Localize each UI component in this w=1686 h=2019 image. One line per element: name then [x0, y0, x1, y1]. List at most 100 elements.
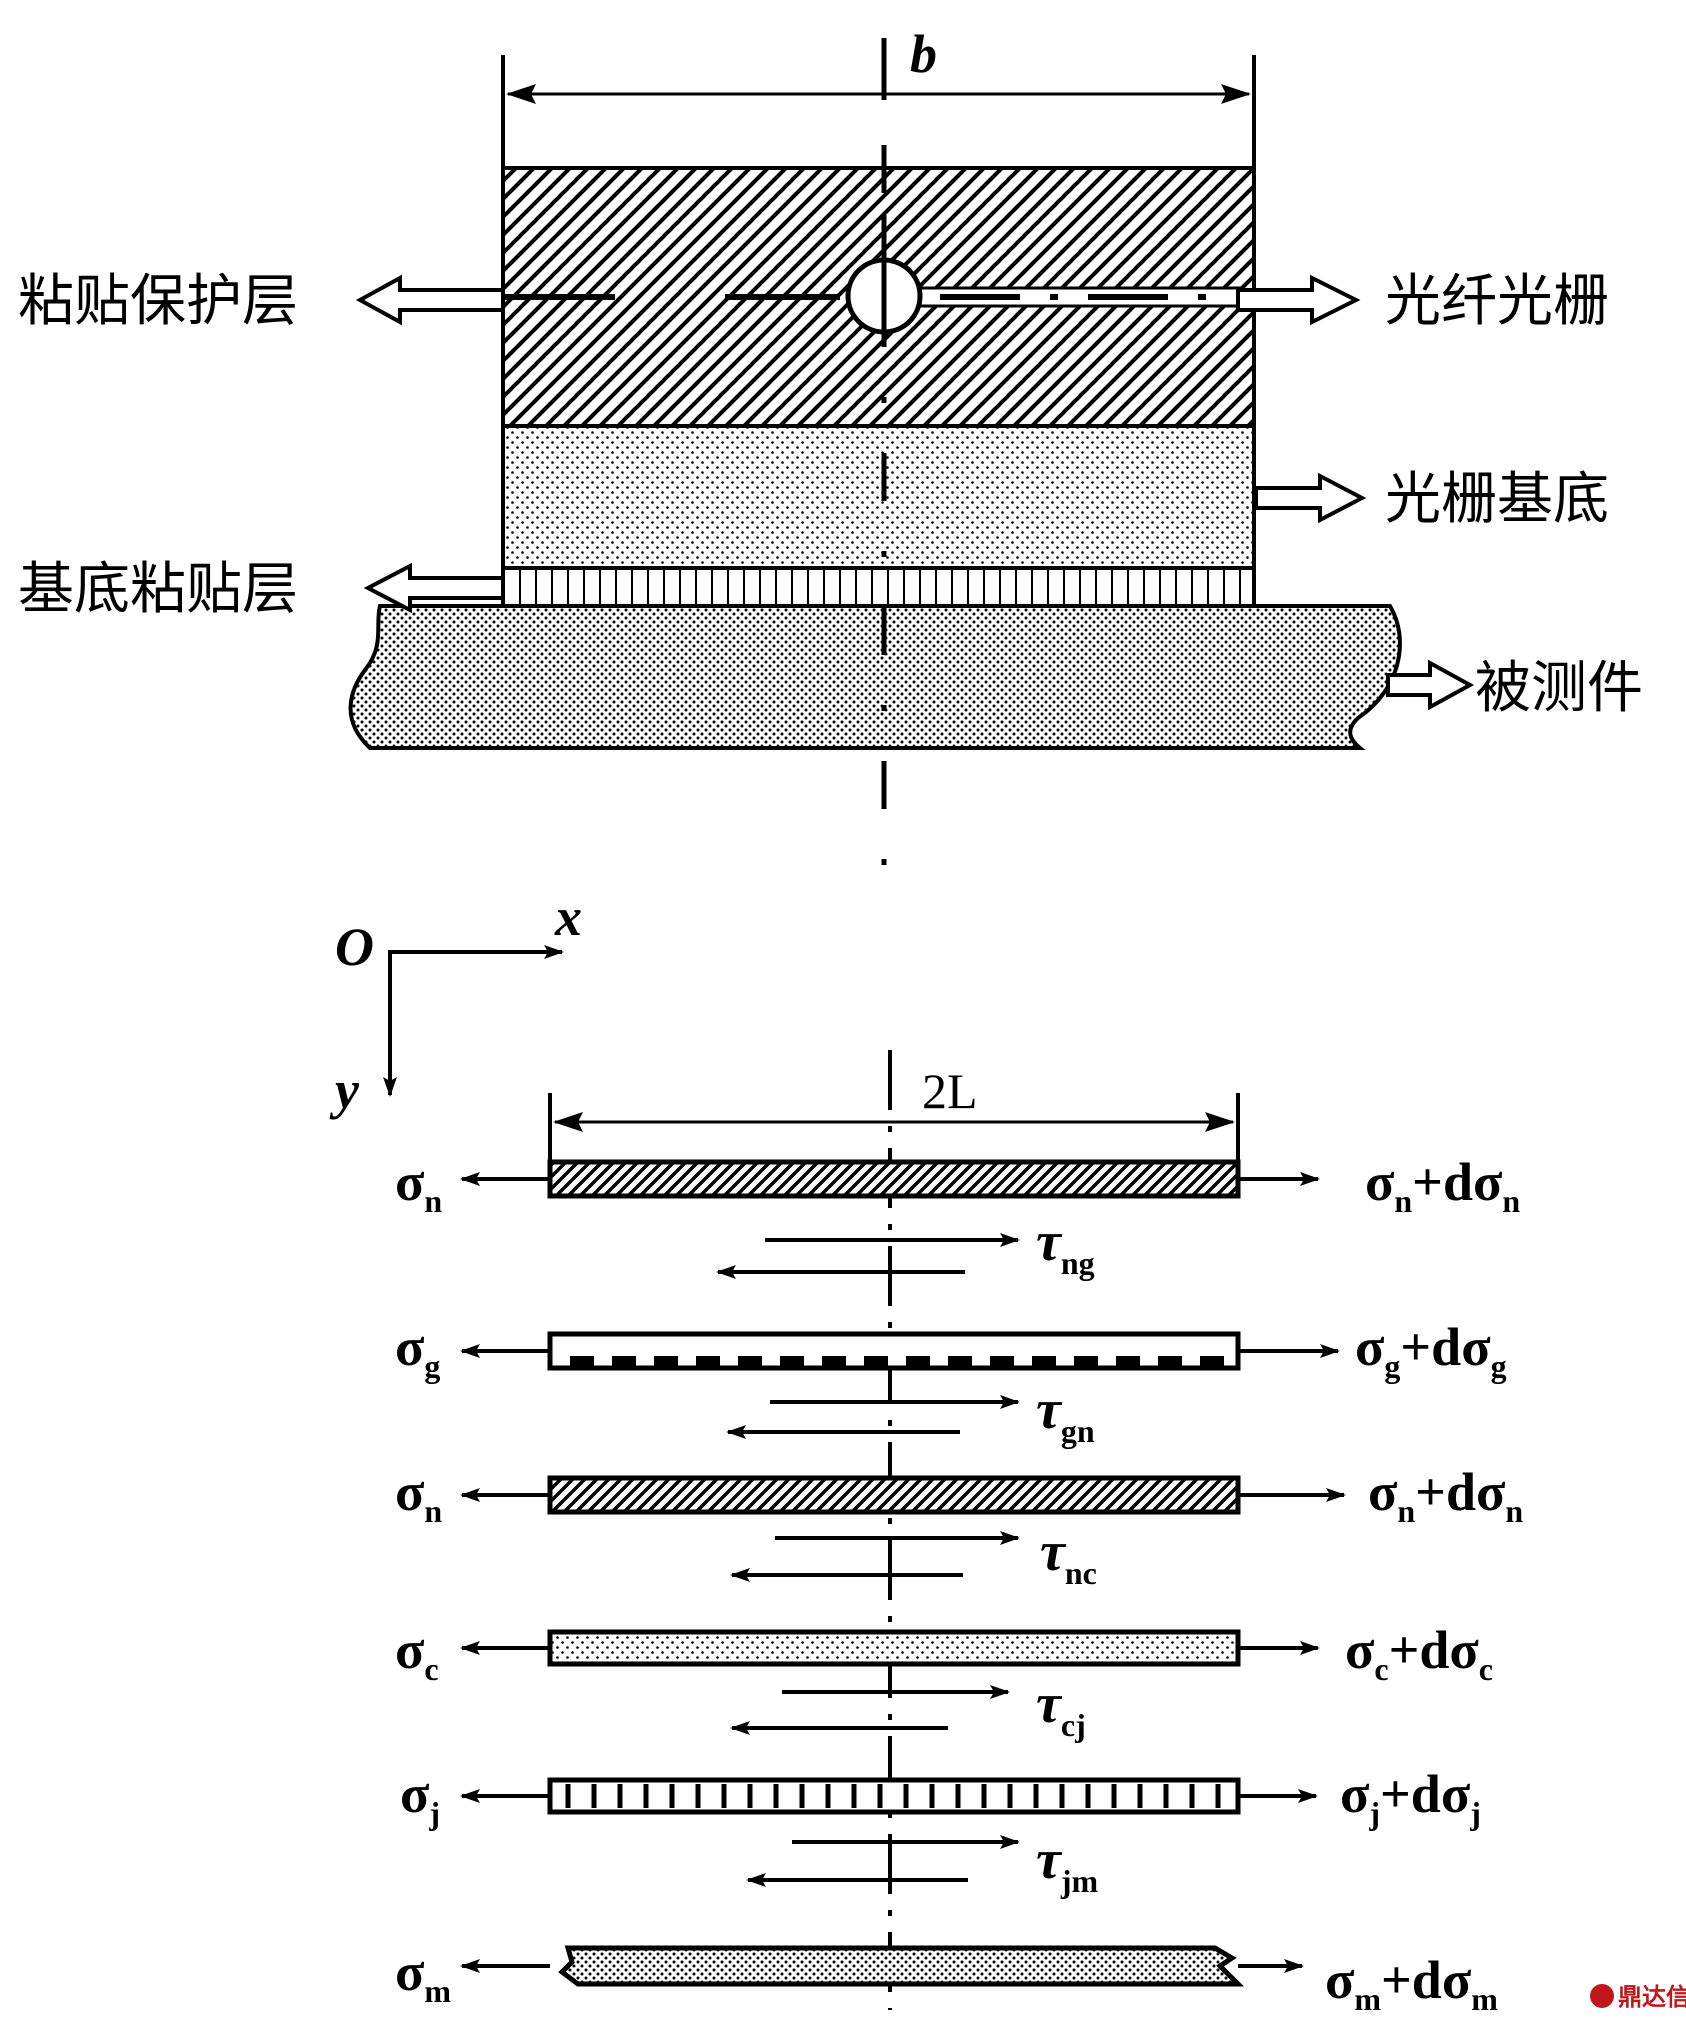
- sigma-symbol: σ: [395, 1317, 425, 1377]
- layer-strip-protective-2: [460, 1475, 1346, 1515]
- grating-mark: [654, 1356, 678, 1366]
- grating-mark: [948, 1356, 972, 1366]
- right-stress-label: σc+dσc: [1345, 1620, 1493, 1687]
- grating-mark: [612, 1356, 636, 1366]
- plus-sign: +d: [1381, 1950, 1442, 2010]
- shear-pair-jm: τjm: [746, 1829, 1099, 1899]
- sigma-symbol: σ: [1355, 1317, 1385, 1377]
- grating-mark: [990, 1356, 1014, 1366]
- tau-symbol: τ: [1040, 1521, 1067, 1583]
- shear-pair-ng: τng: [716, 1211, 1095, 1281]
- shear-stress-label: τjm: [1036, 1829, 1099, 1899]
- sigma-symbol: σ: [1441, 1764, 1471, 1824]
- right-stress-label: σm+dσm: [1325, 1950, 1498, 2017]
- dim-b-label: b: [910, 24, 937, 84]
- layer-body: [558, 1945, 1245, 1987]
- substrate-adhesive-arrow: [363, 562, 505, 614]
- sigma-subscript: n: [424, 1183, 442, 1219]
- tau-subscript: jm: [1060, 1863, 1099, 1899]
- axis-x-label: x: [554, 887, 582, 947]
- sigma-symbol: σ: [1325, 1950, 1355, 2010]
- sigma-subscript: g: [1491, 1348, 1507, 1384]
- tau-subscript: ng: [1061, 1245, 1095, 1281]
- tau-symbol: τ: [1036, 1379, 1063, 1441]
- layer-body: [547, 1629, 1241, 1667]
- grating-mark: [570, 1356, 594, 1366]
- grating-substrate: [501, 424, 1256, 570]
- substrate-adhesive-layer: [501, 566, 1256, 608]
- sigma-subscript: j: [428, 1795, 440, 1831]
- axis-origin-label: O: [335, 917, 374, 977]
- sigma-symbol: σ: [1449, 1620, 1479, 1680]
- test-piece-arrow: [1386, 659, 1475, 711]
- grating-mark: [906, 1356, 930, 1366]
- shear-pair-nc: τnc: [730, 1521, 1097, 1591]
- sigma-symbol: σ: [395, 1942, 425, 2002]
- left-stress-label: σg: [395, 1317, 440, 1384]
- left-stress-label: σm: [395, 1942, 451, 2009]
- grating-mark: [738, 1356, 762, 1366]
- grating-mark: [696, 1356, 720, 1366]
- cross-section-view: b 粘贴保护层 光纤光栅 光栅基底 基底粘贴层 被测件: [18, 24, 1643, 880]
- label-substrate-adhesive: 基底粘贴层: [18, 557, 298, 622]
- label-fiber-grating: 光纤光栅: [1385, 269, 1609, 334]
- sigma-symbol: σ: [395, 1152, 425, 1212]
- grating-mark: [1032, 1356, 1056, 1366]
- sigma-subscript: c: [424, 1651, 438, 1687]
- plus-sign: +d: [1412, 1152, 1473, 1212]
- layer-body: [547, 1475, 1241, 1515]
- sigma-symbol: σ: [1368, 1462, 1398, 1522]
- left-stress-label: σc: [395, 1620, 439, 1687]
- grating-mark: [780, 1356, 804, 1366]
- sigma-symbol: σ: [1461, 1317, 1491, 1377]
- tau-subscript: gn: [1061, 1413, 1095, 1449]
- label-protective-layer: 粘贴保护层: [18, 269, 298, 334]
- right-stress-label: σn+dσn: [1365, 1152, 1520, 1219]
- shear-pair-gn: τgn: [726, 1379, 1095, 1449]
- sigma-symbol: σ: [400, 1764, 430, 1824]
- sigma-subscript: c: [1374, 1651, 1388, 1687]
- sigma-subscript: m: [424, 1973, 451, 2009]
- shear-stress-label: τgn: [1036, 1379, 1095, 1449]
- right-stress-label: σg+dσg: [1355, 1317, 1507, 1384]
- grating-mark: [864, 1356, 888, 1366]
- sigma-symbol: σ: [1442, 1950, 1472, 2010]
- sigma-subscript: c: [1479, 1651, 1493, 1687]
- tau-symbol: τ: [1036, 1829, 1063, 1891]
- layer-body: [547, 1777, 1241, 1815]
- grating-substrate-arrow: [1254, 472, 1367, 524]
- protective-layer-arrow: [355, 274, 505, 326]
- left-stress-label: σj: [400, 1764, 440, 1831]
- layer-strip-protective: [460, 1159, 1320, 1199]
- grating-mark: [1158, 1356, 1182, 1366]
- grating-mark: [1116, 1356, 1140, 1366]
- layer-body: [547, 1159, 1241, 1199]
- sigma-symbol: σ: [1340, 1764, 1370, 1824]
- axis-y-label: y: [329, 1060, 360, 1120]
- plus-sign: +d: [1400, 1317, 1461, 1377]
- left-stress-label: σn: [395, 1462, 442, 1529]
- shear-pair-cj: τcj: [730, 1673, 1086, 1743]
- left-stress-label: σn: [395, 1152, 442, 1219]
- grating-mark: [1200, 1356, 1224, 1366]
- sigma-subscript: n: [1505, 1493, 1523, 1529]
- sigma-subscript: n: [1502, 1183, 1520, 1219]
- sigma-subscript: j: [1469, 1795, 1481, 1831]
- label-test-piece: 被测件: [1475, 656, 1643, 721]
- layer-strip-grating: [460, 1331, 1340, 1371]
- watermark: 鼎达信: [1590, 1983, 1686, 2011]
- sigma-symbol: σ: [395, 1462, 425, 1522]
- watermark-text: 鼎达信: [1618, 1983, 1686, 2011]
- sigma-symbol: σ: [1473, 1152, 1503, 1212]
- shear-stress-label: τcj: [1036, 1673, 1086, 1743]
- right-stress-label: σj+dσj: [1340, 1764, 1481, 1831]
- sigma-symbol: σ: [395, 1620, 425, 1680]
- plus-sign: +d: [1389, 1620, 1450, 1680]
- layer-strip-adhesive: [460, 1777, 1318, 1815]
- sigma-subscript: n: [1394, 1183, 1412, 1219]
- shear-stress-label: τnc: [1040, 1521, 1097, 1591]
- sigma-symbol: σ: [1365, 1152, 1395, 1212]
- shear-stress-label: τng: [1036, 1211, 1095, 1281]
